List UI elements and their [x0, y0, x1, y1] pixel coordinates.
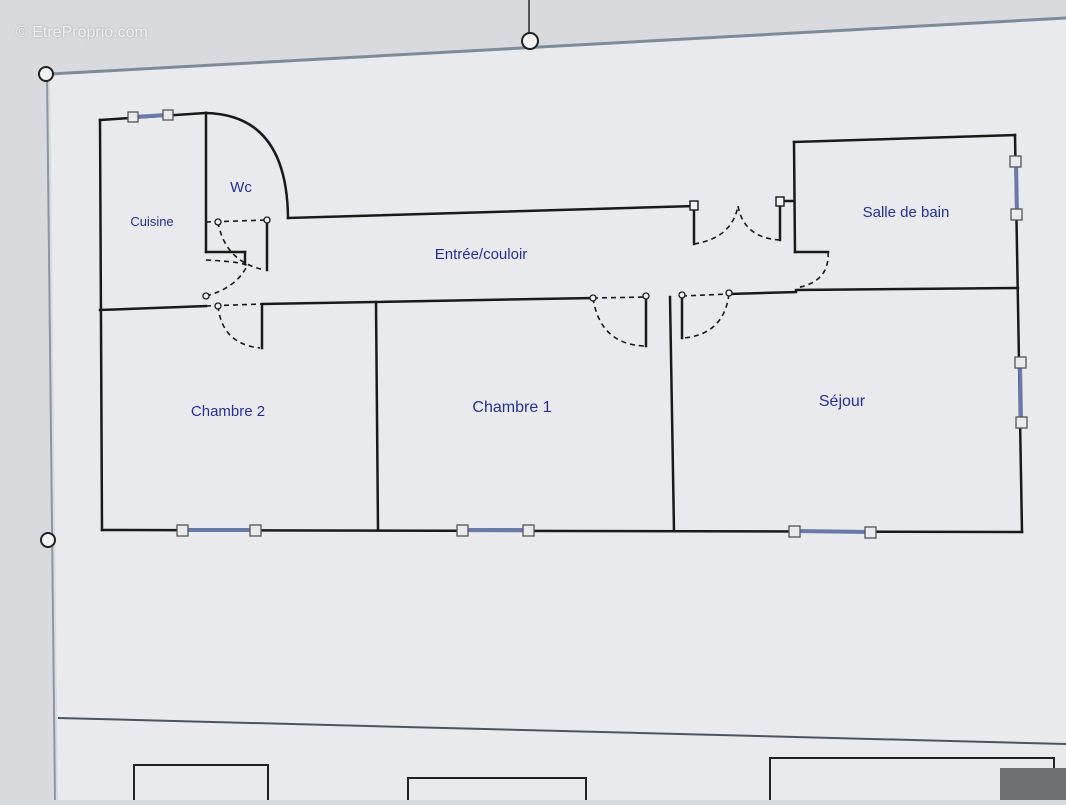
door-swing-chambre2: [217, 305, 261, 349]
window-sdb: [1009, 155, 1023, 221]
side-handle-left[interactable]: [40, 532, 56, 548]
wall-corridor-top: [286, 204, 696, 220]
window-sejour-bottom: [788, 525, 877, 539]
jamb-cap-1: [689, 200, 699, 211]
label-sejour: Séjour: [819, 393, 866, 410]
label-entree: Entrée/couloir: [435, 246, 528, 263]
door-swing-entree-left: [693, 205, 739, 245]
section-divider: [57, 717, 1066, 745]
wall-sdb-left: [792, 140, 797, 254]
next-box-2: [407, 777, 587, 805]
windows: [127, 109, 1028, 539]
next-box-1: [133, 764, 269, 805]
label-salle-de-bain: Salle de bain: [863, 204, 950, 221]
door-swing-chambre1: [592, 297, 645, 347]
wall-wc-arc: [204, 111, 290, 220]
window-sejour-right: [1014, 356, 1028, 429]
jamb-cap-2: [775, 196, 785, 207]
door-swing-wc: [217, 221, 266, 271]
window-chambre1: [456, 524, 535, 537]
room-labels: Cuisine Wc Entrée/couloir Salle de bain …: [130, 179, 949, 420]
door-hinges: [202, 216, 733, 310]
corner-shadow: [1000, 768, 1066, 800]
corner-handle-top-left[interactable]: [38, 66, 54, 82]
label-chambre2: Chambre 2: [191, 403, 265, 420]
label-chambre1: Chambre 1: [472, 399, 551, 416]
label-wc: Wc: [230, 179, 252, 196]
door-swing-sdb: [795, 251, 829, 289]
wall-sdb-top: [792, 133, 1017, 144]
wall-corridor-bottom-2: [727, 290, 798, 296]
page-left-edge: [46, 73, 56, 801]
rotate-handle[interactable]: [521, 32, 539, 50]
wall-chambre1-sejour: [668, 295, 676, 533]
door-opening-sejour: [681, 293, 730, 297]
window-cuisine: [127, 109, 174, 123]
page-sheet: [50, 18, 1066, 800]
door-swing-cuisine: [205, 259, 248, 297]
wall-corridor-bottom-1: [260, 296, 595, 306]
window-chambre2: [176, 524, 262, 537]
label-cuisine: Cuisine: [130, 214, 173, 229]
watermark: © EtreProprio.com: [16, 24, 148, 41]
page-top-edge: [49, 16, 1066, 76]
door-jamb-caps: [689, 196, 785, 211]
wall-chambre2-chambre1: [374, 300, 380, 532]
door-swing-entree-right: [737, 205, 781, 241]
wall-left-exterior: [98, 118, 104, 532]
wall-sdb-bottom: [794, 286, 1020, 292]
wall-cuisine-bottom: [98, 304, 208, 312]
